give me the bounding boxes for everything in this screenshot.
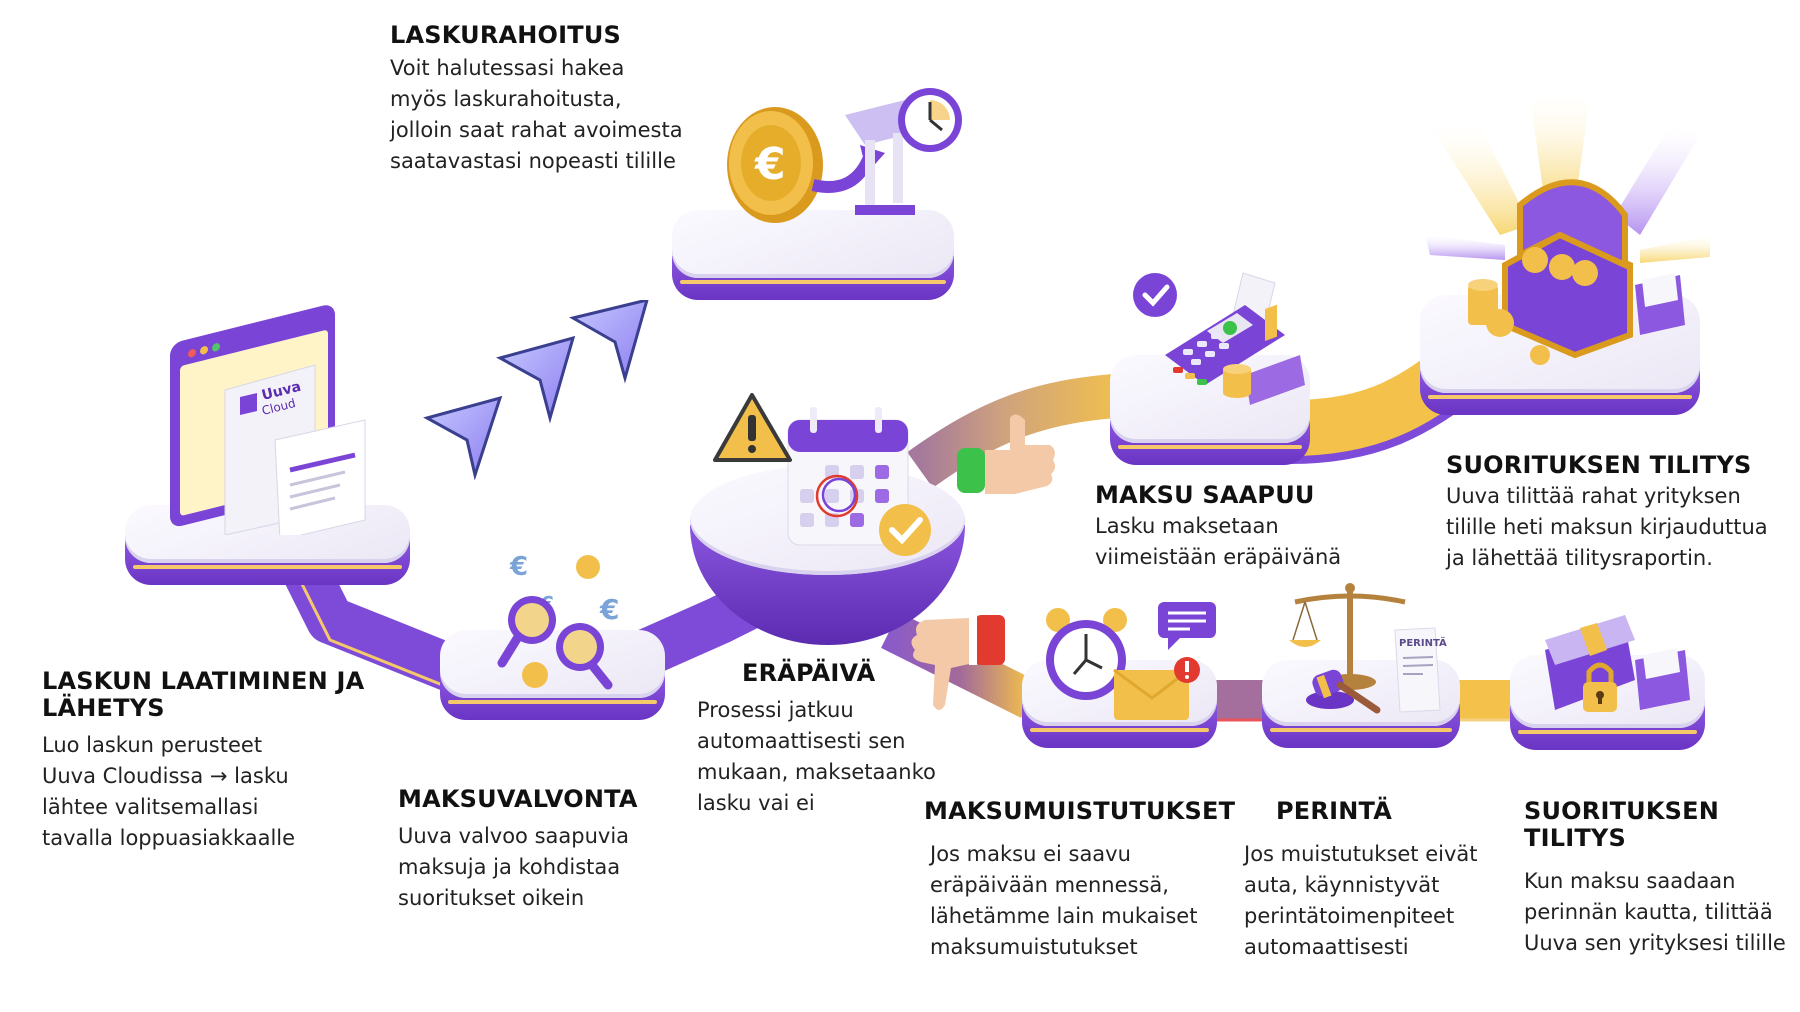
treasure-chest-icon [1410, 85, 1720, 365]
platform-laskurahoitus [672, 210, 954, 300]
step-title: SUORITUKSEN TILITYS [1446, 451, 1752, 479]
svg-text:€: € [599, 593, 619, 626]
svg-text:€: € [509, 552, 528, 582]
step-erapaiva: ERÄPÄIVÄ Prosessi jatkuu automaattisesti… [697, 660, 987, 819]
svg-text:PERINTÄ: PERINTÄ [1399, 635, 1447, 649]
step-description: Luo laskun perusteet Uuva Cloudissa → la… [42, 733, 296, 850]
calendar-warning-icon [710, 385, 950, 565]
step-title: MAKSUVALVONTA [398, 785, 638, 813]
step-description: Jos maksu ei saavu eräpäivään mennessä, … [930, 842, 1198, 959]
step-maksumuistutukset: MAKSUMUISTUTUKSET Jos maksu ei saavu erä… [924, 798, 1254, 963]
platform-maksuvalvonta [440, 630, 665, 720]
step-description: Prosessi jatkuu automaattisesti sen muka… [697, 698, 936, 815]
step-suorituksen-tilitys-2: SUORITUKSEN TILITYS Kun maksu saadaan pe… [1524, 798, 1800, 959]
invoice-monitor-icon: Uuva Cloud [165, 285, 375, 541]
step-laskurahoitus: LASKURAHOITUS Voit halutessasi hakea myö… [390, 22, 730, 177]
payment-terminal-icon [1125, 265, 1315, 425]
step-description: Jos muistutukset eivät auta, käynnistyvä… [1244, 842, 1478, 959]
step-description: Uuva valvoo saapuvia maksuja ja kohdista… [398, 824, 630, 910]
step-title: MAKSU SAAPUU [1095, 481, 1315, 509]
thumbs-up-icon [955, 410, 1060, 510]
step-description: Lasku maksetaan viimeistään eräpäivänä [1095, 514, 1342, 569]
step-maksu-saapuu: MAKSU SAAPUU Lasku maksetaan viimeistään… [1095, 482, 1395, 573]
step-title: MAKSUMUISTUTUKSET [924, 797, 1236, 825]
thumbs-down-icon [895, 610, 1010, 715]
svg-text:€: € [754, 139, 786, 190]
step-laskun-laatiminen: LASKUN LAATIMINEN JA LÄHETYS Luo laskun … [42, 668, 402, 854]
step-title: PERINTÄ [1276, 797, 1392, 825]
alarm-clock-envelope-icon [1040, 598, 1220, 728]
step-title: SUORITUKSEN TILITYS [1524, 797, 1720, 852]
scales-gavel-icon: PERINTÄ [1285, 580, 1465, 725]
step-suorituksen-tilitys-1: SUORITUKSEN TILITYS Uuva tilittää rahat … [1446, 452, 1800, 574]
step-description: Kun maksu saadaan perinnän kautta, tilit… [1524, 869, 1786, 955]
cash-lock-icon [1525, 610, 1695, 730]
magnifier-euro-icon: € € € [480, 545, 650, 695]
send-arrows-icon [415, 297, 655, 481]
step-title: LASKURAHOITUS [390, 21, 622, 49]
step-title: ERÄPÄIVÄ [742, 659, 876, 687]
euro-coin-bank-stopwatch-icon: € [715, 75, 975, 255]
step-maksuvalvonta: MAKSUVALVONTA Uuva valvoo saapuvia maksu… [398, 786, 698, 914]
step-description: Uuva tilittää rahat yrityksen tilille he… [1446, 484, 1768, 570]
step-description: Voit halutessasi hakea myös laskurahoitu… [390, 56, 683, 173]
platform-maksu-saapuu [1110, 355, 1310, 465]
step-perinta: PERINTÄ Jos muistutukset eivät auta, käy… [1244, 798, 1524, 963]
step-title: LASKUN LAATIMINEN JA LÄHETYS [42, 667, 365, 722]
